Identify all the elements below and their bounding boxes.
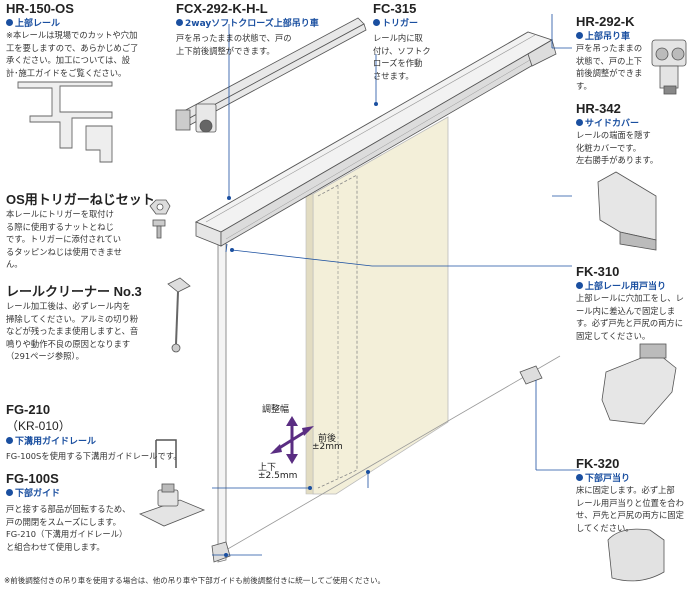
part-code: FG-100S	[6, 471, 59, 486]
part-code: FK-310	[576, 264, 620, 279]
part-code: OS用トリガーねじセット	[6, 192, 155, 207]
part-description: レールの端面を隠す 化粧カバーです。 左右勝手があります。	[576, 130, 659, 165]
part-hr150os: HR-150-OS 上部レール ※本レールは現場でのカットや穴加 工を要しますの…	[6, 1, 176, 79]
part-description: 戸を吊ったままの 状態で、戸の上下 前後調整ができま す。	[576, 43, 643, 91]
part-code: HR-292-K	[576, 14, 635, 29]
leader-lines	[212, 14, 580, 556]
part-subtitle: 上部レール	[6, 16, 176, 29]
rail-profile-icon	[17, 81, 113, 163]
door-edge	[305, 193, 314, 495]
rail-end-cover	[527, 39, 557, 67]
part-description: 本レールにトリガーを取付け る際に使用するナットとねじ です。トリガーに添付され…	[6, 209, 122, 269]
bullet-icon	[576, 282, 583, 289]
adjust-front-label: 前後	[318, 434, 337, 444]
bullet-icon	[176, 19, 183, 26]
part-hr342: HR-342 サイドカバー レールの端面を隠す 化粧カバーです。 左右勝手があり…	[576, 101, 686, 167]
part-code: FC-315	[373, 1, 417, 16]
part-code: FCX-292-K-H-L	[176, 1, 268, 16]
part-fg100s: FG-100S 下部ガイド 戸と接する部品が回転するため、 戸の開閉をスムーズに…	[6, 471, 156, 553]
bullet-icon	[6, 489, 13, 496]
part-description: ※本レールは現場でのカットや穴加 工を要しますので、あらかじめご了 承ください。…	[6, 30, 139, 78]
part-description: 床に固定します。必ず上部 レール用戸当りと位置を合わ せ、戸先と戸尻の両方に固定…	[576, 485, 684, 533]
fk320-stopper-icon	[607, 528, 665, 582]
part-code: FK-320	[576, 456, 620, 471]
fcx-hanger-icon	[175, 17, 367, 133]
fk310-stopper-icon	[601, 343, 677, 425]
part-subtitle: 下部ガイド	[6, 486, 156, 499]
part-code: HR-150-OS	[6, 1, 74, 16]
part-rail-cleaner: レールクリーナー No.3 レール加工後は、必ずレール内を 掃除してください。ア…	[6, 281, 166, 363]
part-code: レールクリーナー No.3	[6, 284, 142, 299]
bullet-icon	[373, 19, 380, 26]
adjust-updown-value: ±2.5mm	[258, 471, 298, 481]
part-code: FG-210	[6, 402, 51, 417]
part-code: HR-342	[576, 101, 621, 116]
leader-dots	[224, 102, 378, 557]
part-os-trigger: OS用トリガーねじセット 本レールにトリガーを取付け る際に使用するナットとねじ…	[6, 189, 156, 271]
part-description: 戸と接する部品が回転するため、 戸の開閉をスムーズにします。 FG-210（下溝…	[6, 504, 131, 552]
rail-cleaner-icon	[167, 277, 191, 353]
fg210-rail-icon	[155, 439, 177, 468]
part-description: 戸を吊ったままの状態で、戸の 上下前後調整ができます。	[176, 33, 292, 56]
part-hr292k: HR-292-K 上部吊り車 戸を吊ったままの 状態で、戸の上下 前後調整ができ…	[576, 14, 656, 92]
part-fg210: FG-210 （KR-010） 下溝用ガイドレール FG-100Sを使用する下溝…	[6, 402, 196, 463]
part-description: 上部レールに穴加工をし、レ ール内に差込んで固定しま す。必ず戸先と戸尻の両方に…	[576, 293, 684, 341]
bullet-icon	[576, 32, 583, 39]
part-description: レール内に取 付け、ソフトク ローズを作動 させます。	[373, 33, 431, 81]
adjust-arrows-icon	[270, 416, 314, 464]
bullet-icon	[6, 437, 13, 444]
part-description: レール加工後は、必ずレール内を 掃除してください。アルミの切り粉 などが残ったま…	[6, 301, 139, 361]
part-subtitle: 下部戸当り	[576, 471, 696, 484]
bullet-icon	[576, 119, 583, 126]
fg100s-guide-icon	[138, 483, 206, 527]
rail-end-stopper-icon	[211, 365, 543, 563]
bullet-icon	[6, 19, 13, 26]
part-subtitle: 下溝用ガイドレール	[6, 434, 196, 447]
part-subtitle: トリガー	[373, 16, 453, 29]
door-dashed-outline	[317, 174, 358, 489]
frame-post	[217, 237, 227, 563]
floor-line	[225, 355, 561, 551]
nut-screw-icon	[149, 199, 171, 239]
part-subtitle: 上部レール用戸当り	[576, 279, 696, 292]
part-fk310: FK-310 上部レール用戸当り 上部レールに穴加工をし、レ ール内に差込んで固…	[576, 264, 696, 342]
hr342-cover-icon	[597, 171, 657, 251]
part-subtitle: 2wayソフトクローズ上部吊り車	[176, 16, 346, 29]
part-subtitle: 上部吊り車	[576, 29, 656, 42]
adjust-updown-label: 上下	[258, 463, 277, 473]
bullet-icon	[576, 474, 583, 481]
part-fk320: FK-320 下部戸当り 床に固定します。必ず上部 レール用戸当りと位置を合わ …	[576, 456, 696, 534]
part-description: FG-100Sを使用する下溝用ガイドレールです。	[6, 451, 182, 461]
upper-rail	[194, 31, 554, 247]
footnote: ※前後調整付きの吊り車を使用する場合は、他の吊り車や下部ガイドも前後調整付きに統…	[4, 576, 386, 585]
hr292k-hanger-icon	[651, 39, 687, 95]
part-fcx: FCX-292-K-H-L 2wayソフトクローズ上部吊り車 戸を吊ったままの状…	[176, 1, 346, 57]
part-fc315: FC-315 トリガー レール内に取 付け、ソフトク ローズを作動 させます。	[373, 1, 453, 82]
part-subtitle: サイドカバー	[576, 116, 686, 129]
adjust-label: 調整幅	[262, 405, 290, 415]
part-code-alt: （KR-010）	[6, 419, 71, 433]
adjust-front-value: ±2mm	[312, 442, 343, 452]
